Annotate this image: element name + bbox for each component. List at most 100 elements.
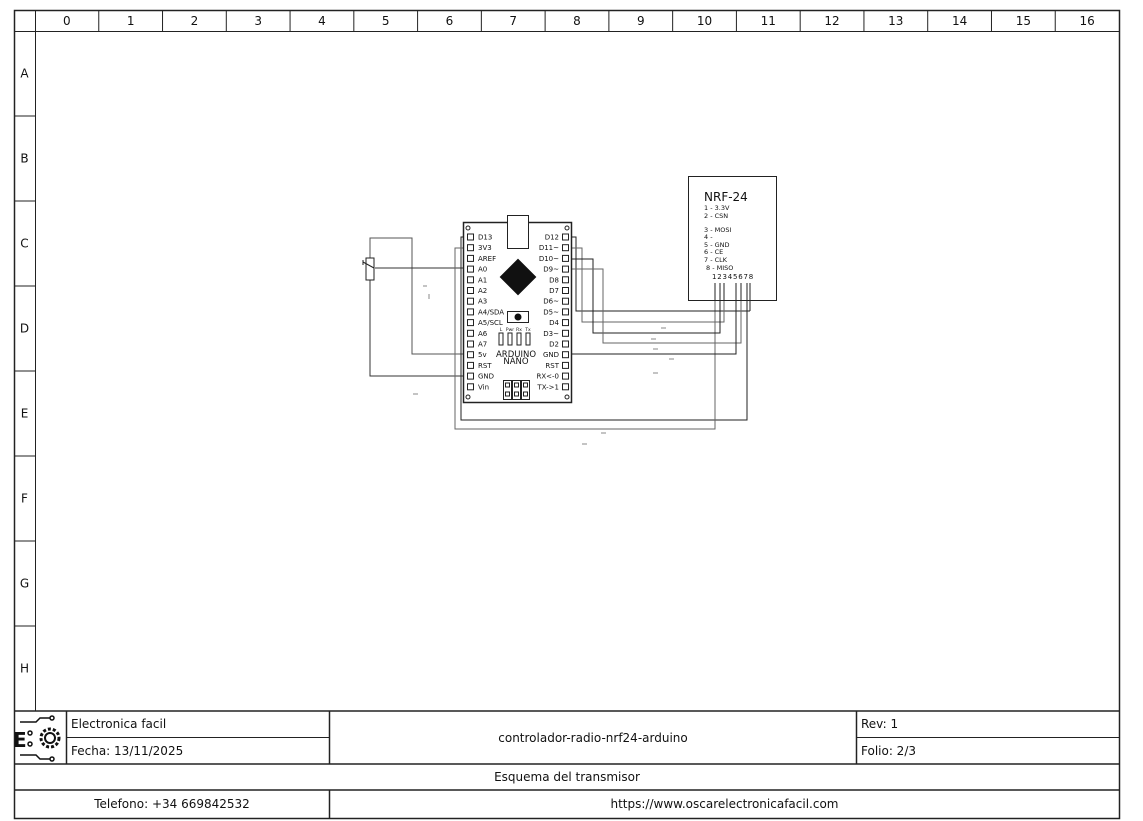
pin-pad <box>562 372 569 380</box>
pin-label: A4/SDA <box>478 308 504 316</box>
nrf24-pin-label: 1 - 3.3V <box>704 204 730 212</box>
pin-pad <box>467 319 474 327</box>
microcontroller-chip <box>499 258 537 296</box>
pin-label: Vin <box>478 383 489 391</box>
stray-net-markers <box>413 285 674 445</box>
svg-text:E: E <box>13 728 27 752</box>
date-field: Fecha: 13/11/2025 <box>71 744 184 758</box>
pin-label: D12 <box>545 234 559 242</box>
pin-pad <box>562 297 569 305</box>
pin-label: A0 <box>478 266 487 274</box>
pin-pad <box>467 351 474 359</box>
wire-gnd-right <box>566 300 737 355</box>
led-label: Pwr <box>506 327 514 333</box>
pin-label: TX->1 <box>536 383 559 391</box>
pin-label: RST <box>478 362 492 370</box>
pin-label: A2 <box>478 287 487 295</box>
potentiometer-icon <box>362 257 375 281</box>
pin-pad <box>467 233 474 241</box>
nrf24-pin-label: 8 - MISO <box>706 264 733 272</box>
pin-label: D13 <box>478 234 492 242</box>
led-label: L <box>500 327 503 333</box>
pin-label: D7 <box>549 287 559 295</box>
nrf24-pin-label: 2 - CSN <box>704 212 728 220</box>
pin-label: AREF <box>478 255 496 263</box>
column-label: 0 <box>63 14 71 28</box>
column-label: 8 <box>573 14 581 28</box>
row-label: C <box>20 237 28 251</box>
pin-pad <box>562 340 569 348</box>
nrf24-pin-numbers: 12345678 <box>712 273 754 281</box>
pin-pad <box>467 254 474 262</box>
pin-label: D9~ <box>543 266 559 274</box>
column-label: 15 <box>1016 14 1031 28</box>
pin-pad <box>562 265 569 273</box>
pin-label: A1 <box>478 276 487 284</box>
nrf24-pin-label: 3 - MOSI <box>704 226 731 234</box>
pin-pad <box>467 340 474 348</box>
pin-label: D10~ <box>539 255 559 263</box>
column-label: 4 <box>318 14 326 28</box>
folio-field: Folio: 2/3 <box>861 744 916 758</box>
wire-3v3-loop <box>454 247 716 430</box>
icsp-header <box>503 380 530 400</box>
pin-label: GND <box>478 373 494 381</box>
wire-d11 <box>566 247 725 323</box>
pin-pad <box>562 254 569 262</box>
pin-label: A3 <box>478 298 487 306</box>
pin-pad <box>467 297 474 305</box>
pin-label: D6~ <box>543 298 559 306</box>
column-label: 7 <box>509 14 517 28</box>
column-label: 6 <box>446 14 454 28</box>
pin-pad <box>562 287 569 294</box>
company-name: Electronica facil <box>71 717 167 731</box>
pin-pad <box>562 319 569 327</box>
board-label-line2: NANO <box>503 357 529 367</box>
pin-label: GND <box>543 351 559 359</box>
arduino-right-pins: D12D11~D10~D9~D8D7D6~D5~D4D3~D2GNDRSTRX<… <box>536 233 569 391</box>
arduino-left-pins: D133V3AREFA0A1A2A3A4/SDAA5/SCLA6A75vRSTG… <box>467 233 504 391</box>
usb-connector <box>507 215 529 249</box>
sheet-description: Esquema del transmisor <box>494 770 640 784</box>
nrf24-title: NRF-24 <box>704 190 748 204</box>
pin-label: A7 <box>478 341 487 349</box>
project-name: controlador-radio-nrf24-arduino <box>498 730 688 745</box>
wire-d9 <box>566 268 742 344</box>
column-label: 5 <box>382 14 390 28</box>
website-link[interactable]: https://www.oscarelectronicafacil.com <box>610 797 839 811</box>
pin-label: D4 <box>549 319 559 327</box>
column-label: 2 <box>191 14 199 28</box>
pin-pad <box>467 244 474 252</box>
pin-label: RST <box>545 362 559 370</box>
pin-pad <box>562 351 569 359</box>
row-label: D <box>20 322 29 336</box>
pin-label: A5/SCL <box>478 319 503 327</box>
pin-label: D11~ <box>539 244 559 252</box>
nrf24-pin-label: 6 - CE <box>704 248 723 256</box>
phone-field: Telefono: +34 669842532 <box>94 797 250 811</box>
pin-pad <box>562 308 569 316</box>
row-label: A <box>20 67 29 81</box>
nrf24-pin-label: 5 - GND <box>704 241 730 249</box>
column-label: 10 <box>697 14 712 28</box>
column-label: 14 <box>952 14 967 28</box>
pin-pad <box>562 361 569 369</box>
led-label: Tx <box>524 327 531 333</box>
row-label: B <box>20 152 28 166</box>
pin-pad <box>467 361 474 369</box>
led-icon <box>498 332 504 346</box>
pin-pad <box>467 329 474 337</box>
row-label: F <box>21 492 28 506</box>
electronica-facil-logo-icon: E <box>13 715 61 762</box>
led-icon <box>507 332 513 346</box>
led-icon <box>516 332 522 346</box>
pin-pad <box>467 308 474 316</box>
revision-field: Rev: 1 <box>861 717 899 731</box>
row-label: E <box>21 407 29 421</box>
pin-label: RX<-0 <box>536 373 559 381</box>
column-label: 16 <box>1079 14 1094 28</box>
